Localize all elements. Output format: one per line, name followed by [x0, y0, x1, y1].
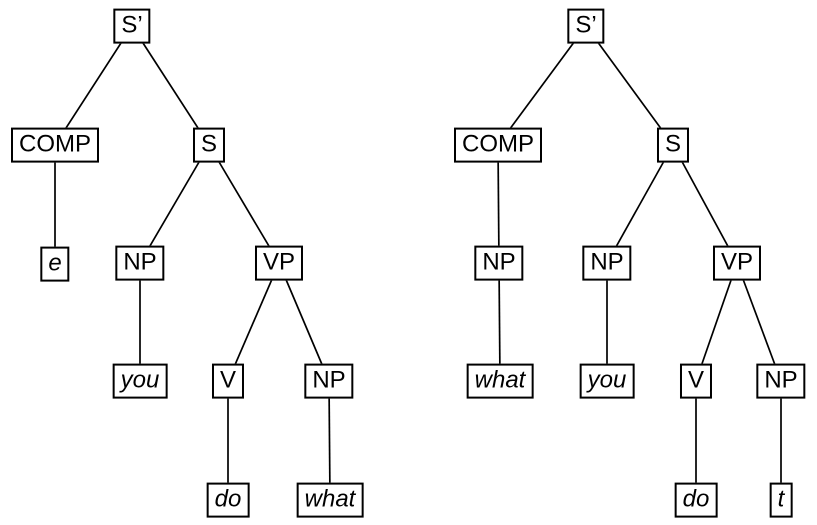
node-right-tree-v: V	[679, 363, 713, 399]
node-right-tree-you: you	[579, 363, 635, 399]
edge-right-tree-comp-np-comp	[497, 144, 500, 264]
node-left-tree-what: what	[296, 482, 364, 518]
node-right-tree-s-bar: S’	[567, 8, 605, 44]
node-right-tree-what: what	[466, 363, 534, 399]
edge-left-tree-s-bar-s	[131, 25, 210, 146]
node-right-tree-do: do	[674, 482, 718, 518]
node-right-tree-np-comp: NP	[474, 245, 524, 281]
edge-left-tree-vp-v	[227, 262, 280, 382]
edge-right-tree-s-vp	[672, 144, 738, 264]
edge-left-tree-s-vp	[208, 144, 280, 264]
node-left-tree-comp: COMP	[11, 127, 99, 163]
node-left-tree-v: V	[211, 363, 245, 399]
node-right-tree-vp: VP	[712, 245, 762, 281]
node-right-tree-np-obj: NP	[756, 363, 806, 399]
node-right-tree-t: t	[769, 482, 793, 518]
node-right-tree-np-subj: NP	[582, 245, 632, 281]
node-left-tree-np-subj: NP	[115, 245, 165, 281]
edge-right-tree-np-comp-what	[498, 262, 501, 382]
node-right-tree-s: S	[656, 127, 690, 163]
edge-left-tree-s-np-subj	[139, 144, 210, 264]
edge-left-tree-s-bar-comp	[54, 25, 133, 146]
node-left-tree-e: e	[40, 246, 70, 282]
node-left-tree-you: you	[112, 363, 168, 399]
node-left-tree-vp: VP	[254, 245, 304, 281]
edge-right-tree-s-np-subj	[606, 144, 674, 264]
node-right-tree-comp: COMP	[454, 127, 542, 163]
edge-left-tree-vp-np-obj	[278, 262, 330, 382]
node-left-tree-do: do	[206, 482, 250, 518]
edge-right-tree-s-bar-s	[585, 25, 674, 146]
node-left-tree-s: S	[192, 127, 226, 163]
node-left-tree-np-obj: NP	[304, 363, 354, 399]
edge-right-tree-vp-v	[695, 262, 738, 382]
edge-right-tree-vp-np-obj	[736, 262, 782, 382]
edge-right-tree-s-bar-comp	[497, 25, 587, 146]
node-left-tree-s-bar: S’	[113, 8, 151, 44]
edge-left-tree-np-obj-what	[328, 380, 331, 501]
